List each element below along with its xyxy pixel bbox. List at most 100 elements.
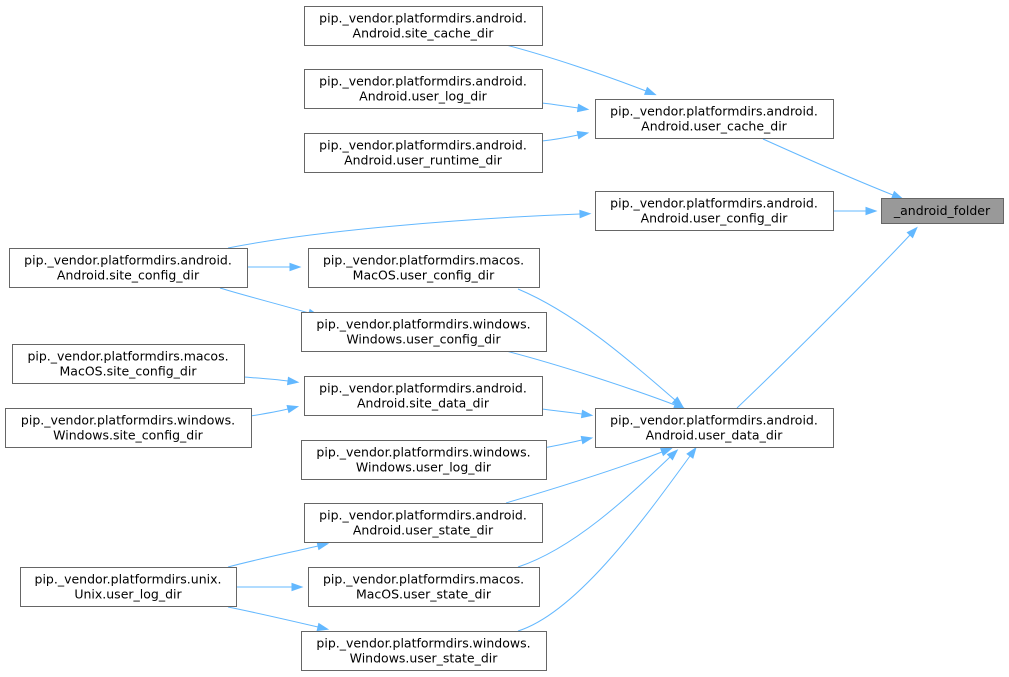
node-label-android_user_log_dir-1: Android.user_log_dir [359, 89, 488, 104]
node-label-android_site_cache_dir-1: Android.site_cache_dir [353, 26, 495, 41]
node-label-windows_user_config_dir-0: pip._vendor.platformdirs.windows. [316, 317, 530, 332]
arrowhead-macos_site_config_dir-to-android_site_data_dir [286, 376, 300, 386]
arrowhead-unix_user_log_dir-to-android_user_state_dir [316, 541, 330, 551]
node-label-macos_user_state_dir-0: pip._vendor.platformdirs.macos. [323, 572, 524, 587]
arrowhead-android_user_log_dir-to-android_user_cache_dir [576, 103, 590, 113]
node-label-android_user_data_dir-1: Android.user_data_dir [646, 428, 784, 443]
edge-macos_user_state_dir-to-android_user_data_dir [517, 456, 671, 568]
arrowhead-android_site_config_dir-to-android_user_config_dir [579, 209, 592, 219]
node-label-android_user_state_dir-0: pip._vendor.platformdirs.android. [319, 508, 527, 523]
node-label-macos_user_state_dir-1: MacOS.user_state_dir [356, 587, 492, 602]
node-box-unix_user_log_dir [20, 567, 237, 607]
edge-android_user_log_dir-to-android_user_cache_dir [541, 102, 579, 109]
node-windows_user_log_dir[interactable]: pip._vendor.platformdirs.windows.Windows… [301, 440, 547, 480]
node-label-macos_user_config_dir-0: pip._vendor.platformdirs.macos. [323, 253, 524, 268]
node-label-windows_user_state_dir-0: pip._vendor.platformdirs.windows. [316, 636, 530, 651]
node-label-android_site_config_dir-1: Android.site_config_dir [57, 268, 200, 283]
node-android_site_config_dir[interactable]: pip._vendor.platformdirs.android.Android… [9, 248, 248, 288]
node-label-android_site_data_dir-0: pip._vendor.platformdirs.android. [319, 381, 527, 396]
node-box-android_site_data_dir [304, 376, 543, 416]
edge-macos_site_config_dir-to-android_site_data_dir [243, 376, 289, 382]
arrowhead-android_site_data_dir-to-android_user_data_dir [580, 409, 594, 419]
node-box-macos_user_config_dir [308, 248, 540, 288]
arrowhead-windows_user_state_dir-to-android_user_data_dir [686, 446, 697, 459]
node-label-android_user_data_dir-0: pip._vendor.platformdirs.android. [610, 413, 818, 428]
node-box-android_user_log_dir [304, 69, 543, 109]
node-label-macos_user_config_dir-1: MacOS.user_config_dir [353, 268, 495, 283]
node-label-android_user_cache_dir-1: Android.user_cache_dir [641, 119, 787, 134]
node-box-android_folder [881, 198, 1004, 224]
node-box-android_user_data_dir [595, 408, 834, 448]
node-box-windows_user_state_dir [301, 631, 547, 671]
node-label-android_user_runtime_dir-1: Android.user_runtime_dir [344, 153, 503, 168]
node-box-windows_user_config_dir [301, 312, 547, 352]
node-macos_user_state_dir[interactable]: pip._vendor.platformdirs.macos.MacOS.use… [308, 567, 540, 607]
edge-android_user_data_dir-to-android_folder [736, 234, 911, 409]
arrowhead-unix_user_log_dir-to-macos_user_state_dir [291, 582, 304, 592]
node-box-android_user_config_dir [595, 191, 834, 231]
edge-android_site_data_dir-to-android_user_data_dir [541, 408, 583, 415]
node-box-android_user_cache_dir [595, 99, 834, 139]
node-label-macos_site_config_dir-0: pip._vendor.platformdirs.macos. [27, 349, 228, 364]
edge-unix_user_log_dir-to-android_user_state_dir [227, 545, 319, 568]
node-android_site_data_dir[interactable]: pip._vendor.platformdirs.android.Android… [304, 376, 543, 416]
arrowhead-android_site_cache_dir-to-android_user_cache_dir [643, 86, 657, 96]
node-android_user_state_dir[interactable]: pip._vendor.platformdirs.android.Android… [304, 503, 543, 543]
node-label-android_user_log_dir-0: pip._vendor.platformdirs.android. [319, 74, 527, 89]
node-label-unix_user_log_dir-1: Unix.user_log_dir [74, 587, 182, 602]
node-label-unix_user_log_dir-0: pip._vendor.platformdirs.unix. [35, 572, 222, 587]
edge-windows_site_config_dir-to-android_site_data_dir [250, 408, 289, 417]
node-box-android_site_cache_dir [304, 6, 543, 46]
node-label-android_user_config_dir-1: Android.user_config_dir [641, 211, 789, 226]
node-label-android_user_runtime_dir-0: pip._vendor.platformdirs.android. [319, 138, 527, 153]
edge-windows_user_state_dir-to-android_user_data_dir [517, 455, 691, 632]
node-android_site_cache_dir[interactable]: pip._vendor.platformdirs.android.Android… [304, 6, 543, 46]
node-box-windows_site_config_dir [5, 408, 252, 448]
node-label-android_user_state_dir-1: Android.user_state_dir [353, 523, 494, 538]
node-android_user_cache_dir[interactable]: pip._vendor.platformdirs.android.Android… [595, 99, 834, 139]
arrowhead-android_user_cache_dir-to-android_folder [890, 190, 904, 200]
edge-macos_user_config_dir-to-android_user_data_dir [517, 288, 676, 401]
arrowhead-windows_site_config_dir-to-android_site_data_dir [286, 404, 300, 414]
node-label-macos_site_config_dir-1: MacOS.site_config_dir [60, 364, 198, 379]
node-android_user_data_dir[interactable]: pip._vendor.platformdirs.android.Android… [595, 408, 834, 448]
edge-android_user_runtime_dir-to-android_user_cache_dir [541, 134, 579, 142]
arrowhead-windows_user_log_dir-to-android_user_data_dir [580, 435, 594, 445]
node-label-windows_user_log_dir-0: pip._vendor.platformdirs.windows. [316, 445, 530, 460]
arrowhead-android_user_data_dir-to-android_folder [906, 226, 918, 239]
node-label-windows_user_log_dir-1: Windows.user_log_dir [356, 460, 492, 475]
arrowhead-android_site_config_dir-to-macos_user_config_dir [289, 262, 302, 272]
node-macos_user_config_dir[interactable]: pip._vendor.platformdirs.macos.MacOS.use… [308, 248, 540, 288]
node-box-android_user_state_dir [304, 503, 543, 543]
arrowhead-macos_user_state_dir-to-android_user_data_dir [666, 449, 679, 461]
edge-android_site_config_dir-to-android_user_config_dir [227, 213, 581, 249]
node-box-android_user_runtime_dir [304, 133, 543, 173]
node-android_user_runtime_dir[interactable]: pip._vendor.platformdirs.android.Android… [304, 133, 543, 173]
edge-android_site_cache_dir-to-android_user_cache_dir [505, 44, 647, 92]
node-windows_user_config_dir[interactable]: pip._vendor.platformdirs.windows.Windows… [301, 312, 547, 352]
edge-android_user_state_dir-to-android_user_data_dir [505, 451, 663, 504]
arrowhead-android_user_state_dir-to-android_user_data_dir [659, 447, 673, 457]
edge-windows_user_config_dir-to-android_user_data_dir [505, 350, 676, 406]
node-label-windows_user_state_dir-1: Windows.user_state_dir [350, 651, 499, 666]
node-box-macos_site_config_dir [12, 344, 245, 384]
node-label-android_folder-0: _android_folder [893, 203, 991, 218]
nodes-layer: _android_folder pip._vendor.platformdirs.… [5, 6, 1004, 671]
node-android_folder[interactable]: _android_folder [881, 198, 1004, 224]
edge-unix_user_log_dir-to-windows_user_state_dir [227, 606, 319, 628]
node-label-android_site_config_dir-0: pip._vendor.platformdirs.android. [24, 253, 232, 268]
node-label-windows_site_config_dir-1: Windows.site_config_dir [53, 428, 204, 443]
edge-android_user_cache_dir-to-android_folder [762, 138, 894, 196]
node-android_user_config_dir[interactable]: pip._vendor.platformdirs.android.Android… [595, 191, 834, 231]
node-box-android_site_config_dir [9, 248, 248, 288]
node-unix_user_log_dir[interactable]: pip._vendor.platformdirs.unix.Unix.user_… [20, 567, 237, 607]
node-windows_site_config_dir[interactable]: pip._vendor.platformdirs.windows.Windows… [5, 408, 252, 448]
arrowhead-android_user_runtime_dir-to-android_user_cache_dir [576, 130, 590, 140]
edge-windows_user_log_dir-to-android_user_data_dir [541, 439, 583, 449]
node-android_user_log_dir[interactable]: pip._vendor.platformdirs.android.Android… [304, 69, 543, 109]
node-label-windows_site_config_dir-0: pip._vendor.platformdirs.windows. [21, 413, 235, 428]
node-windows_user_state_dir[interactable]: pip._vendor.platformdirs.windows.Windows… [301, 631, 547, 671]
node-macos_site_config_dir[interactable]: pip._vendor.platformdirs.macos.MacOS.sit… [12, 344, 245, 384]
node-label-android_site_data_dir-1: Android.site_data_dir [357, 396, 490, 411]
